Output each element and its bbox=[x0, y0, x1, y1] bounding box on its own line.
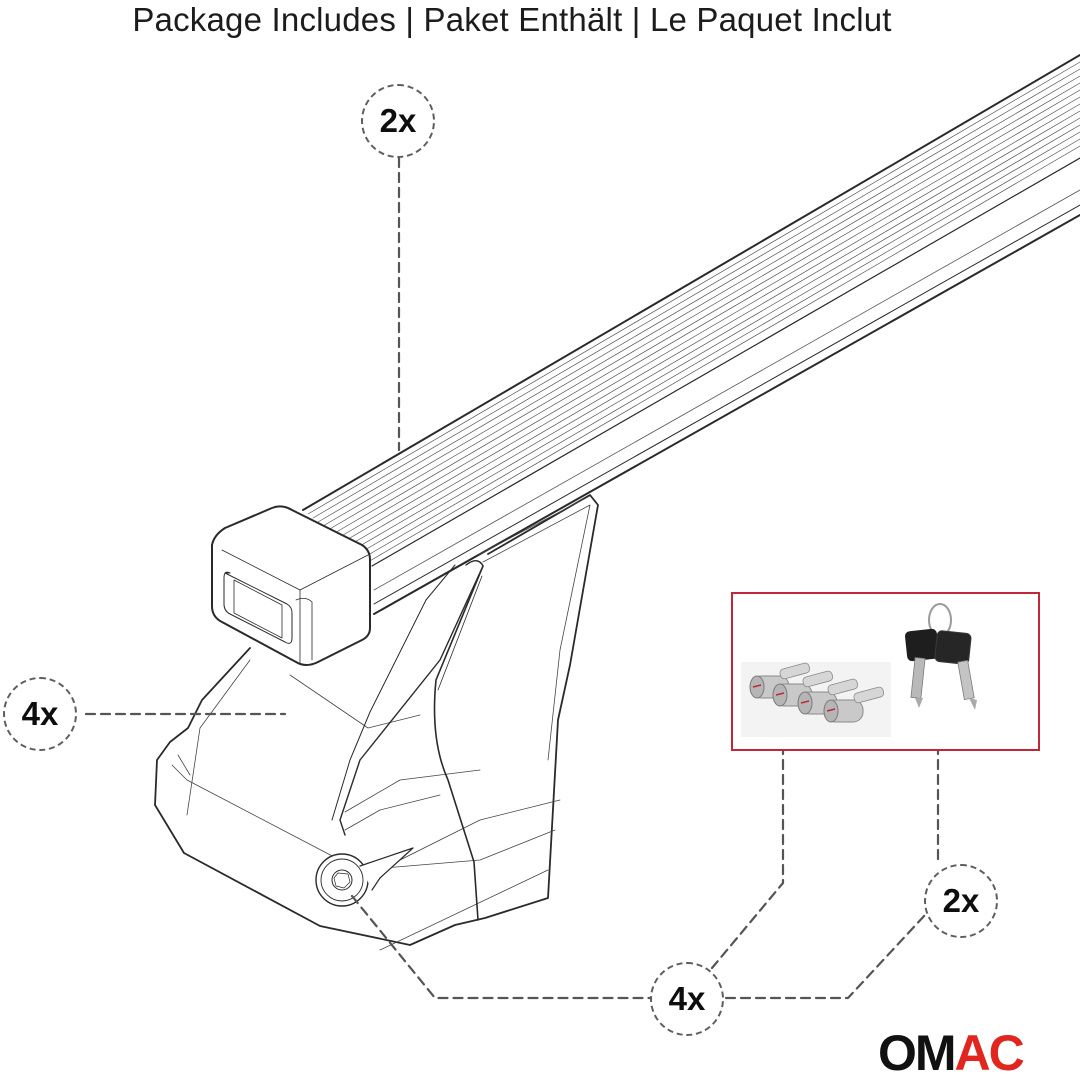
connector-4x-2x bbox=[724, 913, 927, 1000]
connector-knob bbox=[350, 894, 652, 1000]
page-title: Package Includes | Paket Enthält | Le Pa… bbox=[132, 1, 892, 38]
lock-cylinders-image bbox=[749, 662, 885, 723]
omac-logo: OMAC bbox=[878, 1028, 1025, 1078]
count-badge-feet: 4x bbox=[3, 677, 77, 751]
count-badge-lock-cylinders: 4x bbox=[650, 962, 724, 1036]
foot bbox=[154, 494, 599, 951]
accessories-box bbox=[731, 592, 1040, 751]
logo-part-ac: AC bbox=[954, 1025, 1025, 1081]
connector-cylinders bbox=[710, 743, 785, 970]
count-badge-bars: 2x bbox=[361, 84, 435, 158]
count-badge-keys: 2x bbox=[924, 864, 998, 938]
keys-image bbox=[905, 603, 977, 710]
end-cap bbox=[211, 505, 371, 666]
logo-part-om: OM bbox=[878, 1025, 957, 1081]
